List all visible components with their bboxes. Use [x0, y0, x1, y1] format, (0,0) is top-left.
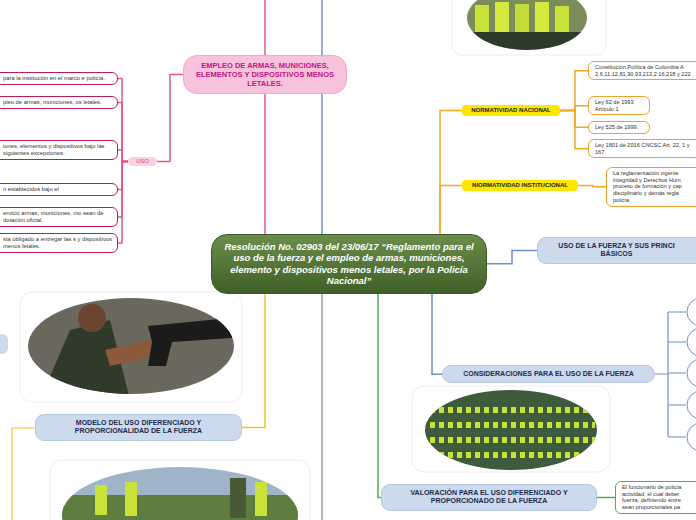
- topic-text: La reglamentación vigente integridad y D…: [613, 170, 693, 204]
- topic-box: Resolución No. 02903 del 23/06/17 “Regla…: [211, 234, 487, 294]
- topic-text: Resolución No. 02903 del 23/06/17 “Regla…: [222, 241, 476, 287]
- topic-text: para la institución en el marco e policí…: [3, 75, 113, 82]
- topic-text: EMPLEO DE ARMAS, MUNICIONES, ELEMENTOS Y…: [192, 61, 338, 88]
- branch-line: [12, 428, 35, 520]
- field-photo: [60, 465, 305, 520]
- topic-box: VALORACIÓN PARA EL USO DIFERENCIADO Y PR…: [381, 484, 597, 511]
- topic-text: Constitución Política de Colombia A 2,6,…: [595, 64, 691, 77]
- branch-connector: [118, 162, 128, 190]
- branch-connector: [578, 186, 606, 187]
- topic-text: CONSIDERACIONES PARA EL USO DE LA FUERZA: [449, 370, 648, 378]
- officer-arm: [105, 340, 156, 366]
- officer-vest: [125, 482, 137, 516]
- topic-box: El funcionario de policía actividad, el …: [615, 481, 696, 514]
- topic-text: VALORACIÓN PARA EL USO DIFERENCIADO Y PR…: [388, 489, 590, 506]
- branch-connector: [242, 294, 265, 428]
- photo-ground: [460, 0, 600, 60]
- collapsed-node: [687, 298, 696, 326]
- officer-vest: [475, 5, 489, 35]
- branch-connector: [118, 102, 128, 161]
- topic-box: Ley 62 de 1993 Artículo 1: [588, 96, 650, 115]
- police-photo: [460, 0, 600, 60]
- pistol-photo: [25, 295, 240, 400]
- topic-box: ervicio armas, municiones, mo sean de do…: [0, 207, 118, 227]
- officer-head: [78, 304, 106, 332]
- photo-frame: [20, 292, 242, 402]
- branch-connector: [560, 71, 588, 111]
- topic-box: Ley 1801 de 2016 CNCSC Art. 22, 1 y 167: [588, 139, 696, 158]
- photo-ground: [25, 295, 240, 400]
- topic-box: Ley 525 de 1999.: [588, 121, 650, 134]
- photo-ground: [420, 388, 605, 470]
- branch-connector: [378, 294, 381, 498]
- collapsed-node: [687, 359, 696, 387]
- officer-rows: [430, 410, 595, 455]
- officer-vest: [555, 6, 569, 36]
- topic-text: NORMATIVIDAD NACIONAL: [465, 107, 557, 114]
- branch-connector: [432, 294, 442, 375]
- branch-line: [655, 312, 686, 437]
- topic-text: Ley 62 de 1993 Artículo 1: [595, 99, 645, 112]
- topic-box: n establecidos bajo el: [0, 183, 118, 196]
- topic-text: MODELO DEL USO DIFERENCIADO Y PROPORCION…: [42, 419, 235, 436]
- branch-line: [321, 0, 323, 234]
- collapsed-node: [0, 334, 8, 354]
- formation-photo: [420, 388, 605, 470]
- topic-text: USO: [130, 158, 155, 165]
- topic-text: ervicio armas, municiones, mo sean de do…: [3, 210, 113, 224]
- topic-box: MODELO DEL USO DIFERENCIADO Y PROPORCION…: [35, 414, 242, 441]
- officer-vest: [495, 2, 509, 36]
- topic-box: CONSIDERACIONES PARA EL USO DE LA FUERZA: [442, 365, 655, 383]
- topic-text: Ley 1801 de 2016 CNCSC Art. 22, 1 y 167: [595, 142, 691, 155]
- riot-shields: [462, 32, 592, 52]
- topic-text: USO DE LA FUERZA Y SUS PRINCI BÁSICOS: [544, 242, 689, 259]
- branch-connector: [487, 250, 537, 263]
- pistol: [148, 318, 232, 366]
- branch-connector: [440, 111, 462, 234]
- branch-connector: [118, 162, 128, 217]
- topic-box: EMPLEO DE ARMAS, MUNICIONES, ELEMENTOS Y…: [183, 55, 347, 94]
- branch-line: [321, 290, 323, 520]
- topic-text: iones, elementos y dispositivos bajo las…: [3, 143, 113, 157]
- officer-vest: [515, 4, 529, 36]
- branch-connector: [597, 497, 615, 499]
- photo-frame: [412, 386, 610, 472]
- branch-connector: [118, 162, 128, 243]
- branch-connector: [118, 150, 128, 162]
- officer-body: [230, 478, 246, 518]
- branch-connector: [118, 78, 128, 161]
- topic-box: Constitución Política de Colombia A 2,6,…: [588, 61, 696, 80]
- photo-sky: [60, 465, 305, 520]
- topic-box: USO: [128, 157, 157, 166]
- branch-connector: [440, 186, 462, 234]
- topic-box: USO DE LA FUERZA Y SUS PRINCI BÁSICOS: [537, 237, 696, 264]
- topic-box: para la institución en el marco e policí…: [0, 72, 118, 85]
- topic-box: iones, elementos y dispositivos bajo las…: [0, 140, 118, 160]
- topic-box: pleo de armas, municiones, os letales.: [0, 96, 118, 109]
- branch-line: [264, 0, 266, 55]
- topic-text: NIORMATIVIDAD INSTITUCIONAL: [465, 182, 575, 189]
- topic-text: El funcionario de policía actividad, el …: [622, 484, 692, 511]
- topic-box: NORMATIVIDAD NACIONAL: [462, 105, 560, 116]
- photo-frame: [50, 460, 310, 520]
- officer-vest: [535, 2, 549, 36]
- collapsed-node: [687, 328, 696, 356]
- topic-text: n establecidos bajo el: [3, 186, 113, 193]
- topic-box: La reglamentación vigente integridad y D…: [606, 167, 696, 207]
- topic-box: sta obligado a entregar las s y disposit…: [0, 233, 118, 253]
- branch-connector: [560, 111, 588, 149]
- branch-connector: [264, 94, 266, 234]
- topic-text: sta obligado a entregar las s y disposit…: [3, 236, 113, 250]
- officer-vest: [255, 482, 267, 516]
- topic-box: NIORMATIVIDAD INSTITUCIONAL: [462, 180, 578, 191]
- collapsed-node: [687, 391, 696, 419]
- officer-vest: [95, 485, 107, 515]
- collapsed-node: [687, 423, 696, 451]
- branch-connector: [157, 75, 183, 162]
- branch-connector: [560, 111, 588, 128]
- topic-text: pleo de armas, municiones, os letales.: [3, 99, 113, 106]
- topic-text: Ley 525 de 1999.: [595, 124, 645, 131]
